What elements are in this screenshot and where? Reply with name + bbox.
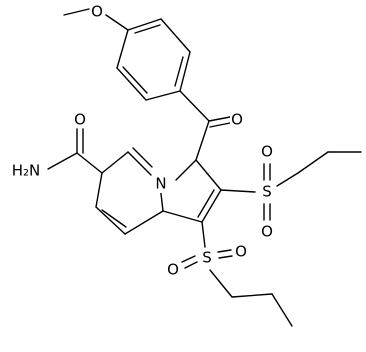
bond (208, 116, 231, 122)
bond (201, 189, 222, 223)
atom-label-sulfur-1: S (202, 249, 212, 267)
atom-labels: O O O H₂N N S O O S O O (7, 3, 275, 279)
bond (134, 24, 161, 34)
atom-label-sulfonyl-1-oxygen-right: O (235, 243, 247, 261)
bond (145, 90, 181, 101)
bond (179, 51, 191, 92)
atom-label-sulfonyl-1-oxygen-left: O (167, 261, 179, 279)
bond (209, 269, 233, 298)
atom-label-carbonyl-oxygen: O (231, 111, 243, 129)
bond (276, 172, 299, 187)
bond (162, 210, 203, 223)
atom-label-sulfur-2: S (262, 183, 272, 201)
bond (127, 151, 152, 176)
bond (105, 14, 129, 31)
bond (220, 189, 256, 193)
bond (122, 66, 148, 94)
atom-label-sulfonyl-2-oxygen-bottom: O (261, 223, 273, 241)
bond (101, 151, 129, 174)
bond (217, 249, 232, 253)
bond (116, 67, 147, 101)
bond (209, 122, 231, 128)
atom-label-methoxy-oxygen: O (91, 3, 103, 21)
bond (179, 90, 210, 122)
bond (160, 18, 191, 53)
bond (127, 18, 162, 31)
bond (101, 209, 127, 228)
bond (76, 152, 103, 174)
bond (124, 210, 164, 235)
bond (184, 261, 198, 269)
bond (116, 29, 129, 69)
bond (201, 221, 206, 248)
bond (195, 120, 210, 161)
bond (195, 159, 222, 191)
bond (297, 151, 329, 174)
bond (47, 152, 78, 170)
bond (271, 293, 293, 327)
bond (197, 189, 215, 218)
bond (231, 293, 273, 298)
atom-label-sulfonyl-2-oxygen-top: O (261, 143, 273, 161)
bond (63, 8, 90, 16)
atom-label-amide-oxygen: O (74, 111, 86, 129)
bond (95, 206, 126, 235)
atom-label-amide-nitrogen: H₂N (12, 162, 41, 180)
bond (174, 56, 184, 87)
atom-label-ring-nitrogen: N (155, 175, 166, 193)
bond (181, 255, 196, 263)
bond (132, 147, 153, 168)
bond-lines (47, 8, 362, 327)
bond (218, 255, 233, 259)
bond (175, 159, 197, 181)
bond (95, 172, 103, 208)
